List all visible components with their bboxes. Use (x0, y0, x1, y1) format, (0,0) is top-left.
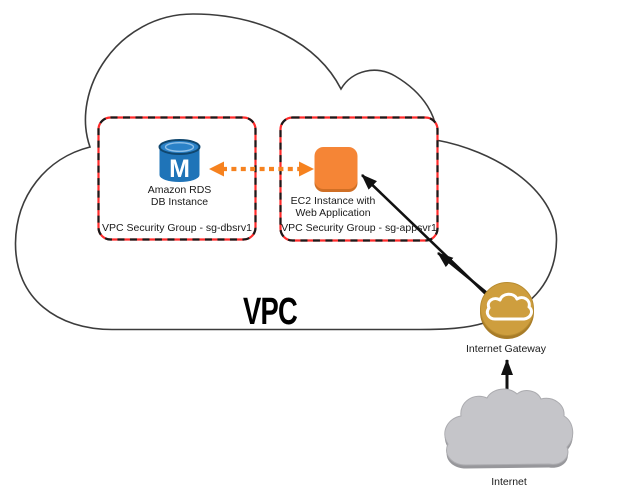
internet-gateway-icon (480, 282, 534, 339)
gateway-cloud-glyph (485, 292, 533, 321)
security-group-app-label: VPC Security Group - sg-appsvr1 (281, 222, 437, 234)
security-group-db-label: VPC Security Group - sg-dbsrv1 (102, 222, 252, 234)
vpc-label: VPC (242, 291, 298, 333)
rds-icon-letter: M (169, 155, 190, 183)
internet-cloud-icon (444, 388, 574, 469)
ec2-label-line2: Web Application (295, 207, 371, 219)
ec2-label-line1: EC2 Instance with (290, 195, 376, 207)
ec2-instance-icon (314, 147, 358, 192)
gateway-to-security-group-arrow (437, 251, 488, 295)
internet-label: Internet (491, 476, 527, 488)
db-ec2-bidirectional-arrow (209, 161, 314, 177)
internet-gateway-label: Internet Gateway (466, 343, 546, 355)
rds-label-line1: Amazon RDS (147, 184, 212, 196)
ec2-label: EC2 Instance with Web Application (272, 195, 394, 219)
rds-label: Amazon RDS DB Instance (127, 184, 232, 208)
rds-db-icon: M (158, 139, 201, 183)
rds-label-line2: DB Instance (150, 196, 209, 208)
